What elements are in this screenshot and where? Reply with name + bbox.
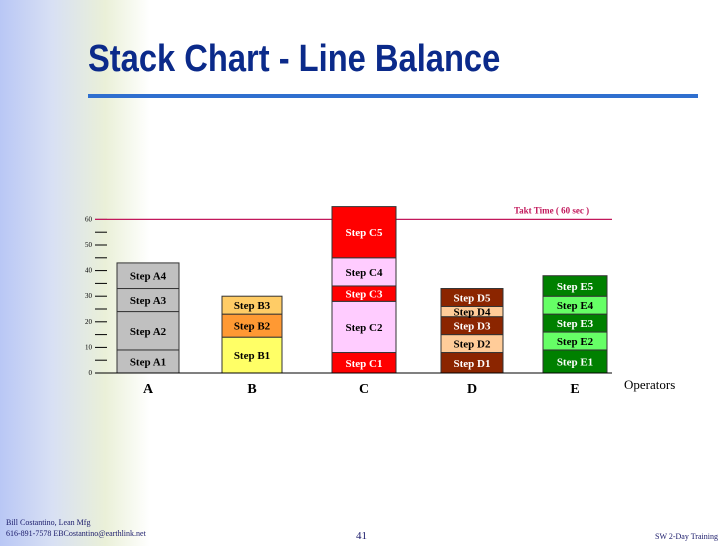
page-number: 41: [356, 530, 367, 542]
segment-label: Step A1: [130, 356, 166, 368]
stack-segment: [440, 288, 504, 307]
footer-contact: 616-891-7578 EBCostantino@earthlink.net: [6, 529, 146, 538]
segment-label: Step C3: [346, 289, 383, 301]
segment-label: Step E4: [557, 300, 594, 312]
category-label: E: [570, 382, 579, 397]
segment-label: Step D3: [454, 321, 491, 333]
segment-label: Step C1: [346, 358, 383, 370]
y-tick-label: 10: [85, 343, 93, 351]
segment-label: Step E3: [557, 318, 594, 330]
category-label: A: [143, 382, 154, 397]
stack-segment: [221, 295, 283, 315]
segment-label: Step B2: [234, 321, 271, 333]
y-tick-label: 50: [85, 241, 93, 249]
stack-segment: [116, 262, 180, 290]
segment-label: Step D1: [454, 358, 491, 370]
segment-label: Step A3: [130, 295, 167, 307]
segment-label: Step B1: [234, 350, 270, 362]
stack-segment: [542, 275, 608, 297]
takt-time-label: Takt Time ( 60 sec ): [514, 205, 589, 215]
category-label: C: [359, 382, 369, 397]
stack-segment: [116, 311, 180, 351]
segment-label: Step A4: [130, 271, 167, 283]
stack-segment: [331, 257, 397, 287]
footer-name: Bill Costantino, Lean Mfg: [6, 518, 91, 527]
segment-label: Step C2: [346, 322, 383, 334]
footer-author: Bill Costantino, Lean Mfg 616-891-7578 E…: [6, 517, 146, 539]
y-tick-label: 40: [85, 267, 93, 275]
y-tick-label: 60: [85, 215, 93, 223]
footer-course: SW 2-Day Training: [655, 532, 718, 541]
y-tick-label: 30: [85, 292, 93, 300]
segment-label: Step C4: [346, 267, 383, 279]
x-axis-label: Operators: [624, 377, 675, 392]
segment-label: Step D4: [454, 307, 491, 319]
segment-label: Step E1: [557, 356, 593, 368]
category-label: D: [467, 382, 477, 397]
segment-label: Step E5: [557, 281, 594, 293]
segment-label: Step E2: [557, 336, 594, 348]
category-label: B: [247, 382, 256, 397]
slide-title: Stack Chart - Line Balance: [88, 38, 501, 80]
segment-label: Step A2: [130, 326, 167, 338]
title-underline: [88, 94, 698, 98]
segment-label: Step D5: [454, 292, 491, 304]
segment-label: Step C5: [346, 227, 383, 239]
y-tick-label: 0: [89, 369, 93, 377]
y-tick-label: 20: [85, 318, 93, 326]
stack-segment: [331, 206, 397, 259]
segment-label: Step D2: [454, 339, 491, 351]
segment-label: Step B3: [234, 300, 271, 312]
